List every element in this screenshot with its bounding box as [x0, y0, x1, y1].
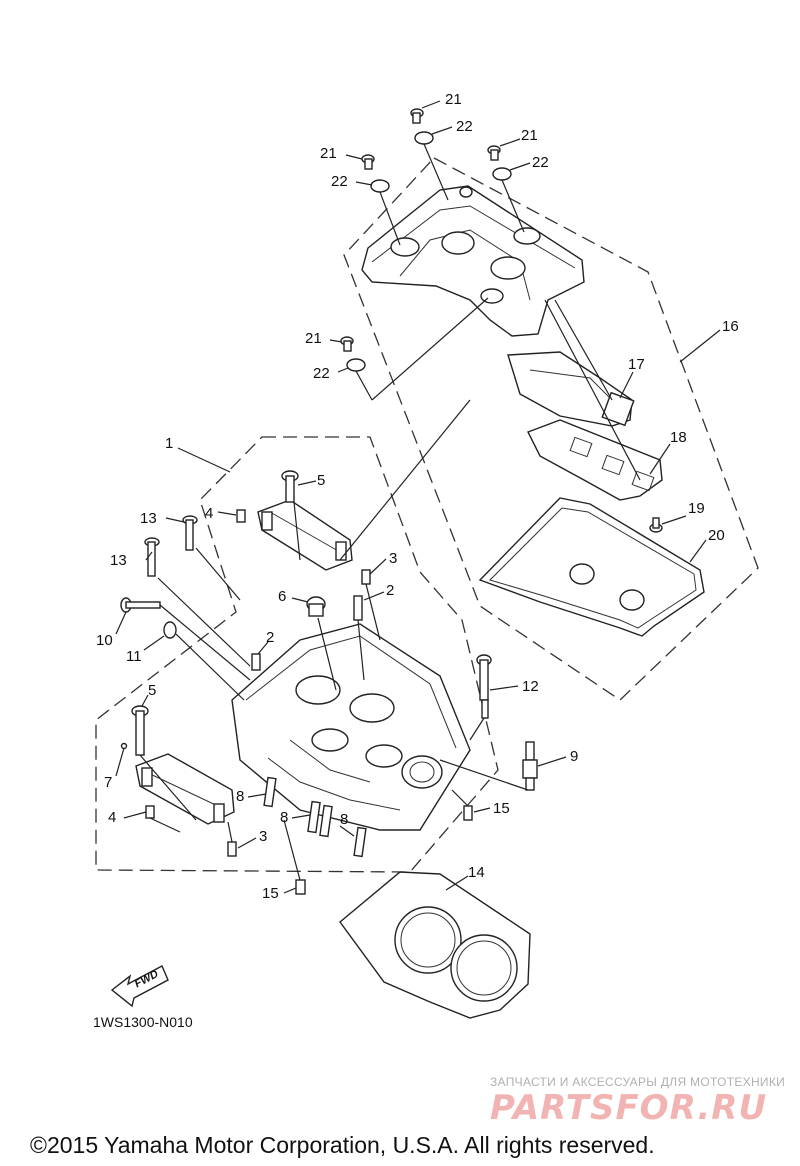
callout-9: 9: [570, 748, 578, 765]
stud-8-b: [307, 800, 321, 834]
dowel-15-a: [463, 805, 473, 821]
cover-gasket-20: [478, 497, 705, 637]
callout-22: 22: [532, 154, 549, 171]
dowel-3-lower: [227, 841, 237, 857]
valve-cover: [361, 185, 585, 337]
callout-16: 16: [722, 318, 739, 335]
plate-18: [527, 419, 663, 501]
callout-21: 21: [305, 330, 322, 347]
plug-6: [306, 596, 326, 617]
dowel-15-b: [295, 879, 306, 895]
breather-valve: [601, 391, 635, 427]
copyright-footer: ©2015 Yamaha Motor Corporation, U.S.A. A…: [30, 1132, 655, 1158]
stud-8-d: [353, 826, 367, 858]
bolt-21-d: [340, 336, 354, 352]
callout-22: 22: [331, 173, 348, 190]
callout-2: 2: [386, 582, 394, 599]
callout-8: 8: [280, 809, 288, 826]
bolt-5-lower: [131, 705, 149, 756]
callout-13: 13: [140, 510, 157, 527]
callout-19: 19: [688, 500, 705, 517]
stud-8-c: [319, 804, 333, 838]
cam-cap-upper: [257, 499, 353, 571]
callout-21: 21: [320, 145, 337, 162]
callout-10: 10: [96, 632, 113, 649]
washer-22-b: [370, 179, 390, 193]
cylinder-head: [231, 623, 471, 831]
callout-8: 8: [340, 811, 348, 828]
dowel-4-lower: [145, 805, 155, 819]
callout-13: 13: [110, 552, 127, 569]
watermark-logo: PARTSFOR.RU: [490, 1088, 767, 1128]
callout-3: 3: [389, 550, 397, 567]
bolt-13-a: [182, 515, 198, 551]
forward-arrow: FWD: [110, 965, 169, 1008]
callout-21: 21: [521, 127, 538, 144]
cover-assembly-boundary: [343, 157, 759, 701]
callout-labels: 21 22 21 22 21 22 21 22 16 17 18 19 20 1…: [96, 91, 739, 902]
head-assembly-boundary: [95, 436, 499, 873]
callout-8: 8: [236, 788, 244, 805]
callout-22: 22: [313, 365, 330, 382]
callout-18: 18: [670, 429, 687, 446]
callout-4: 4: [108, 809, 116, 826]
washer-11: [163, 621, 177, 639]
callout-5: 5: [317, 472, 325, 489]
callout-15: 15: [262, 885, 279, 902]
callout-7: 7: [104, 774, 112, 791]
callout-11: 11: [126, 648, 142, 665]
bolt-21-a: [410, 108, 424, 124]
callout-6: 6: [278, 588, 286, 605]
bolt-5-upper: [281, 470, 299, 503]
callout-14: 14: [468, 864, 485, 881]
bolt-21-b: [361, 154, 375, 170]
bolt-10: [120, 597, 161, 613]
dowel-3-upper: [361, 569, 371, 585]
watermark-tagline: ЗАПЧАСТИ И АКСЕССУАРЫ ДЛЯ МОТОТЕХНИКИ: [490, 1075, 785, 1089]
washer-22-c: [492, 167, 512, 181]
callout-22: 22: [456, 118, 473, 135]
dowel-2-a: [353, 595, 363, 621]
head-gasket-14: [339, 871, 531, 1019]
callout-3: 3: [259, 828, 267, 845]
callout-12: 12: [522, 678, 539, 695]
stud-8-a: [263, 776, 277, 808]
cam-cap-lower: [135, 753, 235, 825]
callout-21: 21: [445, 91, 462, 108]
bolt-19: [649, 517, 663, 533]
callout-5: 5: [148, 682, 156, 699]
callout-15: 15: [493, 800, 510, 817]
washer-22-a: [414, 131, 434, 145]
callout-20: 20: [708, 527, 725, 544]
callout-1: 1: [165, 435, 173, 452]
leader-lines: [115, 100, 721, 894]
callout-4: 4: [205, 505, 213, 522]
dowel-2-b: [251, 653, 261, 671]
washer-22-d: [346, 358, 366, 372]
dowel-4-upper: [236, 509, 246, 523]
bolt-12: [476, 654, 492, 719]
bolt-21-c: [487, 145, 501, 161]
pin-7: [120, 742, 128, 750]
callout-17: 17: [628, 356, 645, 373]
spark-plug-9: [522, 741, 538, 791]
bolt-13-b: [144, 537, 160, 577]
diagram-code: 1WS1300-N010: [93, 1014, 193, 1030]
callout-2: 2: [266, 629, 274, 646]
breather-plate-17: [507, 351, 633, 427]
